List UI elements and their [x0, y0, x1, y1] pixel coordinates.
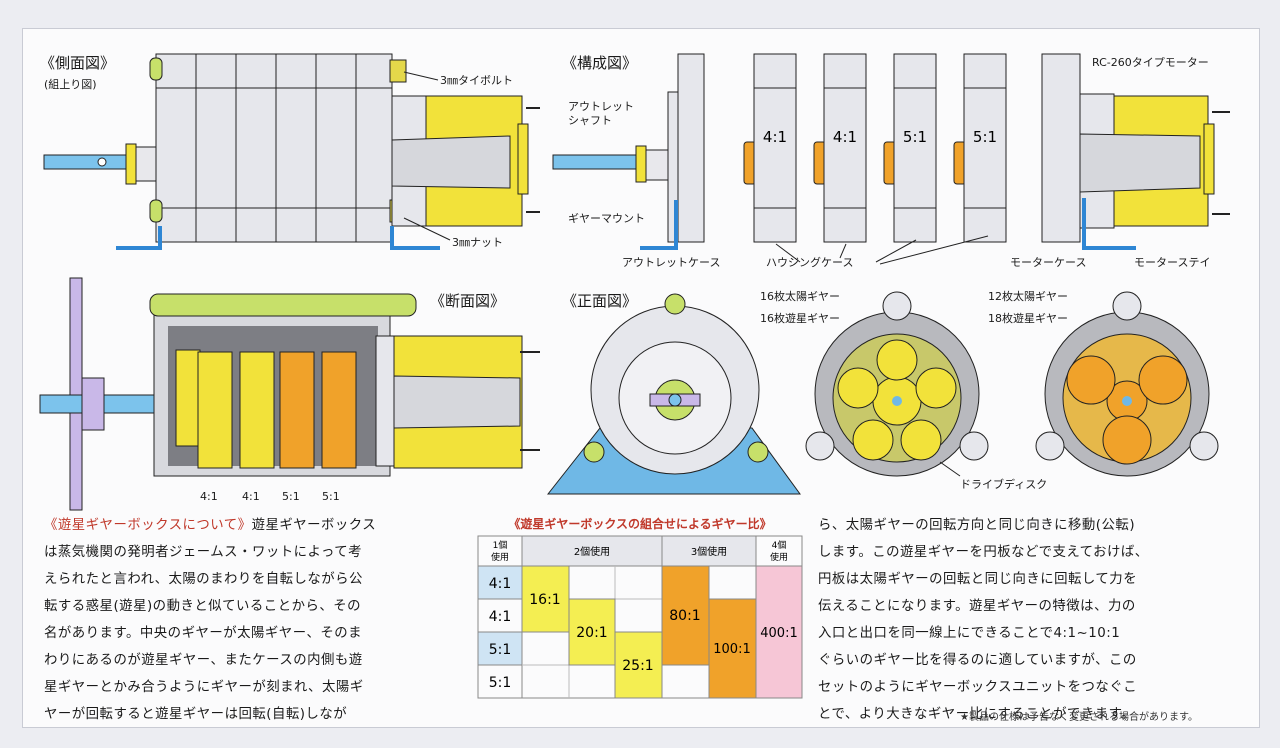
about-line-8: ヤーが回転すると遊星ギヤーは回転(自転)しなが [44, 707, 348, 722]
table-h1-2: 使用 [491, 551, 509, 563]
table-h4-2: 使用 [770, 551, 788, 563]
side-view-drawing: 《側面図》 (組上り図) 3㎜タイボルト 3㎜ナット [40, 53, 540, 250]
right-line-2: します。この遊星ギヤーを円板などで支えておけば、 [818, 545, 1149, 560]
outlet-shaft-label-1: アウトレット [568, 100, 634, 113]
row-head-1: 4:1 [489, 576, 512, 592]
housing-case-1: 4:1 [743, 53, 797, 243]
about-line-6: わりにあるのが遊星ギヤー、またケースの内側も遊 [44, 653, 363, 668]
table-h1-1: 1個 [493, 539, 508, 551]
section-ratio-3: 5:1 [282, 490, 300, 503]
composition-drawing: 《構成図》 アウトレット シャフト ギヤーマウント アウトレットケース 4:1 … [552, 53, 1230, 269]
section-ratio-2: 4:1 [242, 490, 260, 503]
ratio-80: 80:1 [669, 608, 700, 624]
table-h2: 2個使用 [574, 545, 610, 558]
motor-stay-label: モーターステイ [1134, 256, 1210, 269]
housing-case-label: ハウジングケース [766, 255, 853, 269]
table-h3: 3個使用 [691, 545, 727, 558]
footnote: ★製品の仕様は予告なく変更される場合があります。 [960, 712, 1198, 723]
about-line-2: は蒸気機関の発明者ジェームス・ワットによって考 [44, 545, 363, 560]
row-head-2: 4:1 [489, 609, 512, 625]
gear-set-12-drawing: 12枚太陽ギヤー 18枚遊星ギヤー ドライブディスク [939, 289, 1219, 491]
about-text: 《遊星ギヤーボックスについて》遊星ギヤーボックス は蒸気機関の発明者ジェームス・… [44, 512, 376, 728]
right-line-5: 入口と出口を同一線上にできることで4:1~10:1 [818, 626, 1121, 641]
housing-ratio-3: 5:1 [903, 128, 927, 146]
sun12-label: 12枚太陽ギヤー [988, 289, 1068, 303]
right-line-8: とで、より大きなギヤー比にすることができます。 [818, 707, 1136, 722]
about-line-7: 星ギヤーとかみ合うようにギヤーが刻まれ、太陽ギ [44, 680, 364, 695]
section-ratio-1: 4:1 [200, 490, 218, 503]
housing-case-4: 5:1 [953, 53, 1007, 243]
gear-ratio-table: 《遊星ギヤーボックスの組合せによるギヤー比》 1個 使用 2個使用 3個使用 4… [477, 516, 803, 699]
motor-case-label: モーターケース [1010, 256, 1086, 269]
right-line-4: 伝えることになります。遊星ギヤーの特徴は、力の [818, 599, 1136, 614]
drive-disc-label: ドライブディスク [960, 477, 1047, 491]
about-line-3: えられたと言われ、太陽のまわりを自転しながら公 [44, 572, 363, 587]
ratio-16: 16:1 [529, 592, 560, 608]
gear-set-16-drawing: 16枚太陽ギヤー 16枚遊星ギヤー [760, 289, 989, 477]
table-title: 《遊星ギヤーボックスの組合せによるギヤー比》 [508, 516, 771, 531]
housing-case-3: 5:1 [883, 53, 937, 243]
side-view-title: 《側面図》 [40, 54, 115, 72]
outlet-case-label: アウトレットケース [622, 256, 720, 269]
right-line-7: セットのようにギヤーボックスユニットをつなぐこ [818, 680, 1138, 695]
sun16-label: 16枚太陽ギヤー [760, 289, 840, 303]
about-line-1: 《遊星ギヤーボックスについて》遊星ギヤーボックス [44, 518, 377, 533]
right-line-6: ぐらいのギヤー比を得るのに適していますが、この [818, 653, 1137, 668]
housing-ratio-1: 4:1 [763, 128, 787, 146]
ratio-100: 100:1 [713, 642, 750, 657]
composition-title: 《構成図》 [562, 54, 637, 72]
row-head-3: 5:1 [489, 642, 512, 658]
right-line-3: 円板は太陽ギヤーの回転と同じ向きに回転して力を [818, 572, 1138, 587]
about-heading: 《遊星ギヤーボックスについて》 [44, 518, 252, 533]
housing-case-2: 4:1 [813, 53, 867, 243]
ratio-25: 25:1 [622, 658, 653, 674]
planet16-label: 16枚遊星ギヤー [760, 311, 840, 325]
tie-bolt-label: 3㎜タイボルト [440, 74, 513, 87]
section-title: 《断面図》 [430, 292, 505, 310]
nut-label: 3㎜ナット [452, 236, 503, 249]
row-head-4: 5:1 [489, 675, 512, 691]
table-h4-1: 4個 [772, 539, 787, 551]
front-view-drawing: 《正面図》 [546, 292, 801, 495]
section-view-drawing: 《断面図》 4:1 4:1 5:1 5:1 [39, 277, 540, 511]
right-text: ら、太陽ギヤーの回転方向と同じ向きに移動(公転) します。この遊星ギヤーを円板な… [818, 512, 1149, 728]
planet18-label: 18枚遊星ギヤー [988, 311, 1068, 325]
about-line-5: 名があります。中央のギヤーが太陽ギヤー、そのま [44, 626, 363, 641]
right-line-1: ら、太陽ギヤーの回転方向と同じ向きに移動(公転) [818, 518, 1136, 533]
housing-ratio-4: 5:1 [973, 128, 997, 146]
housing-ratio-2: 4:1 [833, 128, 857, 146]
outlet-shaft-label-2: シャフト [568, 114, 612, 127]
gear-mount-label: ギヤーマウント [568, 212, 645, 225]
section-ratio-4: 5:1 [322, 490, 340, 503]
ratio-20: 20:1 [576, 625, 607, 641]
front-title: 《正面図》 [562, 292, 637, 310]
ratio-400: 400:1 [760, 626, 797, 641]
motor-type-label: RC-260タイプモーター [1092, 56, 1209, 69]
about-line-4: 転する惑星(遊星)の動きと似ていることから、その [44, 599, 362, 614]
side-view-subtitle: (組上り図) [44, 78, 97, 91]
